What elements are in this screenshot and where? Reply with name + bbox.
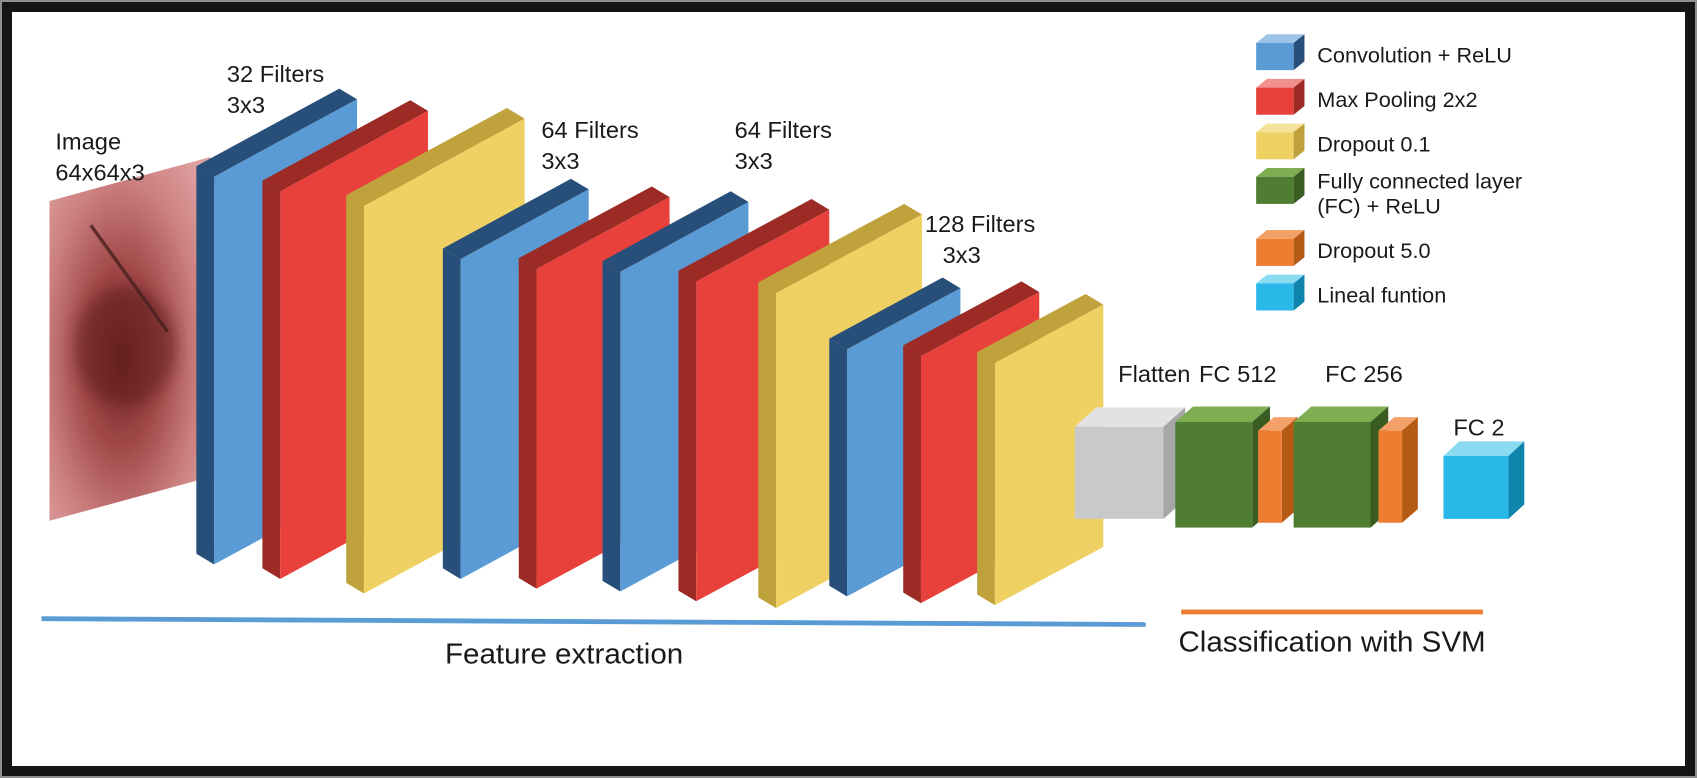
conv-layer-4-top <box>829 277 961 350</box>
classification-label: Classification with SVM <box>1178 626 1485 659</box>
input-image-label-line2: 64x64x3 <box>55 160 144 186</box>
maxpool-layer-1-top <box>262 100 429 192</box>
legend-maxpool-icon <box>1256 87 1294 115</box>
fc-layer-2 <box>1293 406 1389 528</box>
linear-output-layer <box>1443 441 1525 519</box>
fc-layer-1-front <box>1175 421 1253 528</box>
legend-fc-label-line1: Fully connected layer <box>1317 170 1522 194</box>
maxpool-layer-4-side <box>903 345 921 604</box>
fc-dropout-layer-2 <box>1378 417 1418 523</box>
cnn-architecture-diagram: Image 64x64x3 32 Filters 3x3 64 Filters … <box>41 34 1525 670</box>
dropout-layer-1-side <box>346 195 364 594</box>
legend-maxpool-label: Max Pooling 2x2 <box>1317 88 1477 112</box>
flatten-front <box>1074 426 1164 519</box>
feature-extraction-underline <box>41 616 1146 627</box>
conv-layer-1-side <box>196 166 215 565</box>
linear-output-top <box>1443 441 1525 456</box>
lesion-spot <box>74 286 177 407</box>
flatten-label: Flatten <box>1118 361 1190 387</box>
legend-dropout-50-icon-side <box>1293 230 1305 266</box>
legend-item-convolution: Convolution + ReLU <box>1256 34 1512 71</box>
fc-dropout-layer-1-front <box>1258 430 1282 523</box>
legend-item-maxpool: Max Pooling 2x2 <box>1256 78 1478 115</box>
legend-item-fully-connected: Fully connected layer (FC) + ReLU <box>1256 168 1522 219</box>
legend-dropout-50-icon-top <box>1256 230 1305 239</box>
fc-512-label: FC 512 <box>1199 361 1277 387</box>
maxpool-layer-4-top <box>903 281 1040 357</box>
legend-dropout-01-icon <box>1256 132 1294 160</box>
legend-conv-icon-top <box>1256 34 1305 44</box>
fc-dropout-layer-2-top <box>1378 417 1418 431</box>
group-1-label-line2: 3x3 <box>227 92 265 118</box>
group-4-label-line2: 3x3 <box>943 242 981 268</box>
input-image-label-line1: Image <box>55 129 121 155</box>
dropout-layer-3-top <box>977 294 1104 363</box>
legend-item-dropout-01: Dropout 0.1 <box>1256 123 1431 160</box>
fc-256-label: FC 256 <box>1325 361 1403 387</box>
legend-fc-icon <box>1256 176 1294 204</box>
fc-dropout-layer-1-side <box>1281 417 1298 523</box>
legend-lineal-icon-top <box>1256 274 1305 284</box>
fc-layer-1-top <box>1175 406 1270 422</box>
fc-dropout-layer-2-front <box>1378 430 1403 523</box>
dropout-layer-3 <box>977 294 1104 606</box>
fc-dropout-layer-1-top <box>1258 417 1298 431</box>
feature-extraction-label: Feature extraction <box>445 637 683 670</box>
legend-conv-icon-side <box>1293 34 1305 71</box>
linear-output-front <box>1443 455 1509 519</box>
conv-layer-2-side <box>442 248 461 579</box>
group-1-label-line1: 32 Filters <box>227 61 324 87</box>
conv-layer-4-side <box>829 338 848 597</box>
legend-conv-label: Convolution + ReLU <box>1317 44 1512 68</box>
fc-2-label: FC 2 <box>1453 415 1504 441</box>
legend-conv-icon <box>1256 43 1294 71</box>
legend-dropout-01-label: Dropout 0.1 <box>1317 133 1430 157</box>
conv-layer-3-top <box>602 191 749 272</box>
group-4-label-line1: 128 Filters <box>925 211 1035 237</box>
fc-dropout-layer-2-side <box>1402 417 1418 523</box>
flatten-layer <box>1074 407 1186 519</box>
dropout-layer-1-top <box>346 107 525 206</box>
legend-fc-icon-top <box>1256 168 1305 177</box>
dropout-layer-3-front <box>994 304 1104 606</box>
dropout-layer-3-side <box>977 352 995 606</box>
conv-layer-2-top <box>442 178 589 260</box>
legend: Convolution + ReLU Max Pooling 2x2 Dropo… <box>1256 34 1522 311</box>
legend-dropout-01-icon-top <box>1256 123 1305 133</box>
hair-line <box>89 224 170 333</box>
conv-layer-3-side <box>602 261 621 592</box>
group-2-label-line2: 3x3 <box>541 148 579 174</box>
group-2-label-line1: 64 Filters <box>541 117 638 143</box>
group-3-label-line2: 3x3 <box>735 148 773 174</box>
flatten-top <box>1074 407 1186 427</box>
fc-layer-2-front <box>1293 421 1371 528</box>
maxpool-layer-3-top <box>678 199 830 282</box>
legend-maxpool-icon-side <box>1293 78 1305 115</box>
maxpool-layer-1-side <box>262 180 281 579</box>
legend-maxpool-icon-top <box>1256 78 1305 88</box>
fc-layer-1 <box>1175 406 1270 528</box>
linear-output-side <box>1508 441 1525 519</box>
dropout-layer-2-side <box>758 282 777 609</box>
legend-item-dropout-50: Dropout 5.0 <box>1256 230 1431 266</box>
legend-lineal-label: Lineal funtion <box>1317 284 1446 308</box>
legend-lineal-icon-side <box>1293 274 1305 311</box>
fc-layer-2-top <box>1293 406 1389 422</box>
legend-lineal-icon <box>1256 283 1294 311</box>
legend-fc-label-line2: (FC) + ReLU <box>1317 195 1440 219</box>
fc-dropout-layer-1 <box>1258 417 1298 523</box>
maxpool-layer-2-side <box>518 258 537 589</box>
legend-dropout-50-icon <box>1256 238 1294 266</box>
legend-dropout-01-icon-side <box>1293 123 1305 160</box>
conv-layer-1-top <box>196 88 358 177</box>
group-3-label-line1: 64 Filters <box>735 117 832 143</box>
legend-fc-icon-side <box>1293 168 1305 204</box>
legend-dropout-50-label: Dropout 5.0 <box>1317 239 1430 263</box>
maxpool-layer-3-side <box>678 270 697 602</box>
dropout-layer-2-top <box>758 203 922 294</box>
maxpool-layer-2-top <box>518 186 670 269</box>
legend-item-lineal: Lineal funtion <box>1256 274 1446 311</box>
